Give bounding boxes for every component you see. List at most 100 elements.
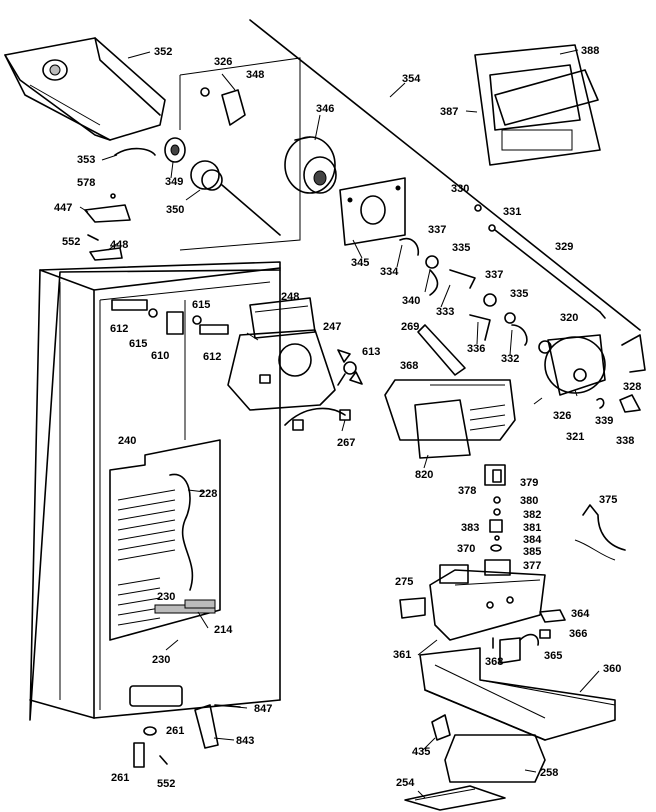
bottom-trim [404, 714, 546, 811]
callout: 375 [599, 494, 617, 506]
callout: 361 [393, 649, 411, 661]
callout: 381 [523, 522, 541, 534]
callout: 435 [412, 746, 430, 758]
callout: 368 [400, 360, 418, 372]
callout: 612 [110, 323, 128, 335]
callout: 331 [503, 206, 521, 218]
callout: 240 [118, 435, 136, 447]
callout: 320 [560, 312, 578, 324]
ice-bucket [4, 37, 166, 141]
callout: 843 [236, 735, 254, 747]
callout: 336 [467, 343, 485, 355]
callout: 345 [351, 257, 369, 269]
callout: 230 [152, 654, 170, 666]
fill-tube [417, 324, 466, 376]
callout: 346 [316, 103, 334, 115]
callout: 368 [485, 656, 503, 668]
callout: 228 [199, 488, 217, 500]
callout: 248 [281, 291, 299, 303]
auger-hardware [200, 87, 246, 126]
sensor-hardware [111, 299, 229, 335]
callout: 388 [581, 45, 599, 57]
callout: 326 [214, 56, 232, 68]
callout: 332 [501, 353, 519, 365]
dispenser-rod [249, 19, 641, 331]
callout: 354 [402, 73, 421, 85]
dispenser-door [474, 44, 601, 166]
callout: 335 [510, 288, 528, 300]
callout: 820 [415, 469, 433, 481]
callout: 380 [520, 495, 538, 507]
callout: 365 [544, 650, 562, 662]
callout: 385 [523, 546, 541, 558]
callout: 338 [616, 435, 634, 447]
callout: 350 [166, 204, 184, 216]
callout: 353 [77, 154, 95, 166]
callout: 269 [401, 321, 419, 333]
callout: 370 [457, 543, 475, 555]
callout: 337 [485, 269, 503, 281]
callout: 330 [451, 183, 469, 195]
wire-harness [284, 407, 351, 431]
callout-labels: 352 326 348 388 354 387 346 353 349 578 … [54, 45, 641, 790]
callout: 261 [111, 772, 129, 784]
evaporator-coil [109, 439, 221, 641]
callout: 387 [440, 106, 458, 118]
callout: 610 [151, 350, 169, 362]
callout: 267 [337, 437, 355, 449]
callout: 230 [157, 591, 175, 603]
callout: 360 [603, 663, 621, 675]
callout: 379 [520, 477, 538, 489]
callout: 448 [110, 239, 128, 251]
callout: 384 [523, 534, 542, 546]
callout: 254 [396, 777, 415, 789]
refrigerator-cabinet [29, 261, 281, 721]
dispenser-cradle [419, 637, 616, 741]
callout: 578 [77, 177, 95, 189]
auger-assembly [114, 137, 281, 236]
bracket-hardware [492, 609, 566, 649]
callout: 333 [436, 306, 454, 318]
callout: 615 [192, 299, 210, 311]
callout: 366 [569, 628, 587, 640]
callout: 340 [402, 295, 420, 307]
callout: 613 [362, 346, 380, 358]
callout: 214 [214, 624, 233, 636]
auger-motor [284, 136, 337, 194]
control-housing [227, 297, 336, 411]
callout: 349 [165, 176, 183, 188]
callout: 328 [623, 381, 641, 393]
callout: 383 [461, 522, 479, 534]
valve-components [484, 464, 506, 552]
leader-lines [79, 49, 600, 799]
callout: 275 [395, 576, 413, 588]
callout: 612 [203, 351, 221, 363]
linkage-hardware [399, 237, 528, 346]
callout: 847 [254, 703, 272, 715]
auger-group-frame [179, 57, 301, 251]
callout: 348 [246, 69, 264, 81]
callout: 339 [595, 415, 613, 427]
callout: 552 [157, 778, 175, 790]
callout: 258 [540, 767, 558, 779]
dispenser-gear-motor [538, 334, 646, 413]
lever-hardware [84, 193, 131, 261]
callout: 335 [452, 242, 470, 254]
callout: 364 [571, 608, 590, 620]
valve-bracket [399, 559, 546, 641]
motor-bracket [339, 177, 406, 246]
callout: 615 [129, 338, 147, 350]
callout: 447 [54, 202, 72, 214]
ice-linkage [474, 204, 606, 319]
callout: 552 [62, 236, 80, 248]
callout: 334 [380, 266, 399, 278]
icemaker [384, 379, 516, 459]
door-hardware [133, 704, 241, 768]
callout: 321 [566, 431, 584, 443]
callout: 261 [166, 725, 184, 737]
callout: 337 [428, 224, 446, 236]
callout: 378 [458, 485, 476, 497]
callout: 352 [154, 46, 172, 58]
callout: 382 [523, 509, 541, 521]
callout: 326 [553, 410, 571, 422]
